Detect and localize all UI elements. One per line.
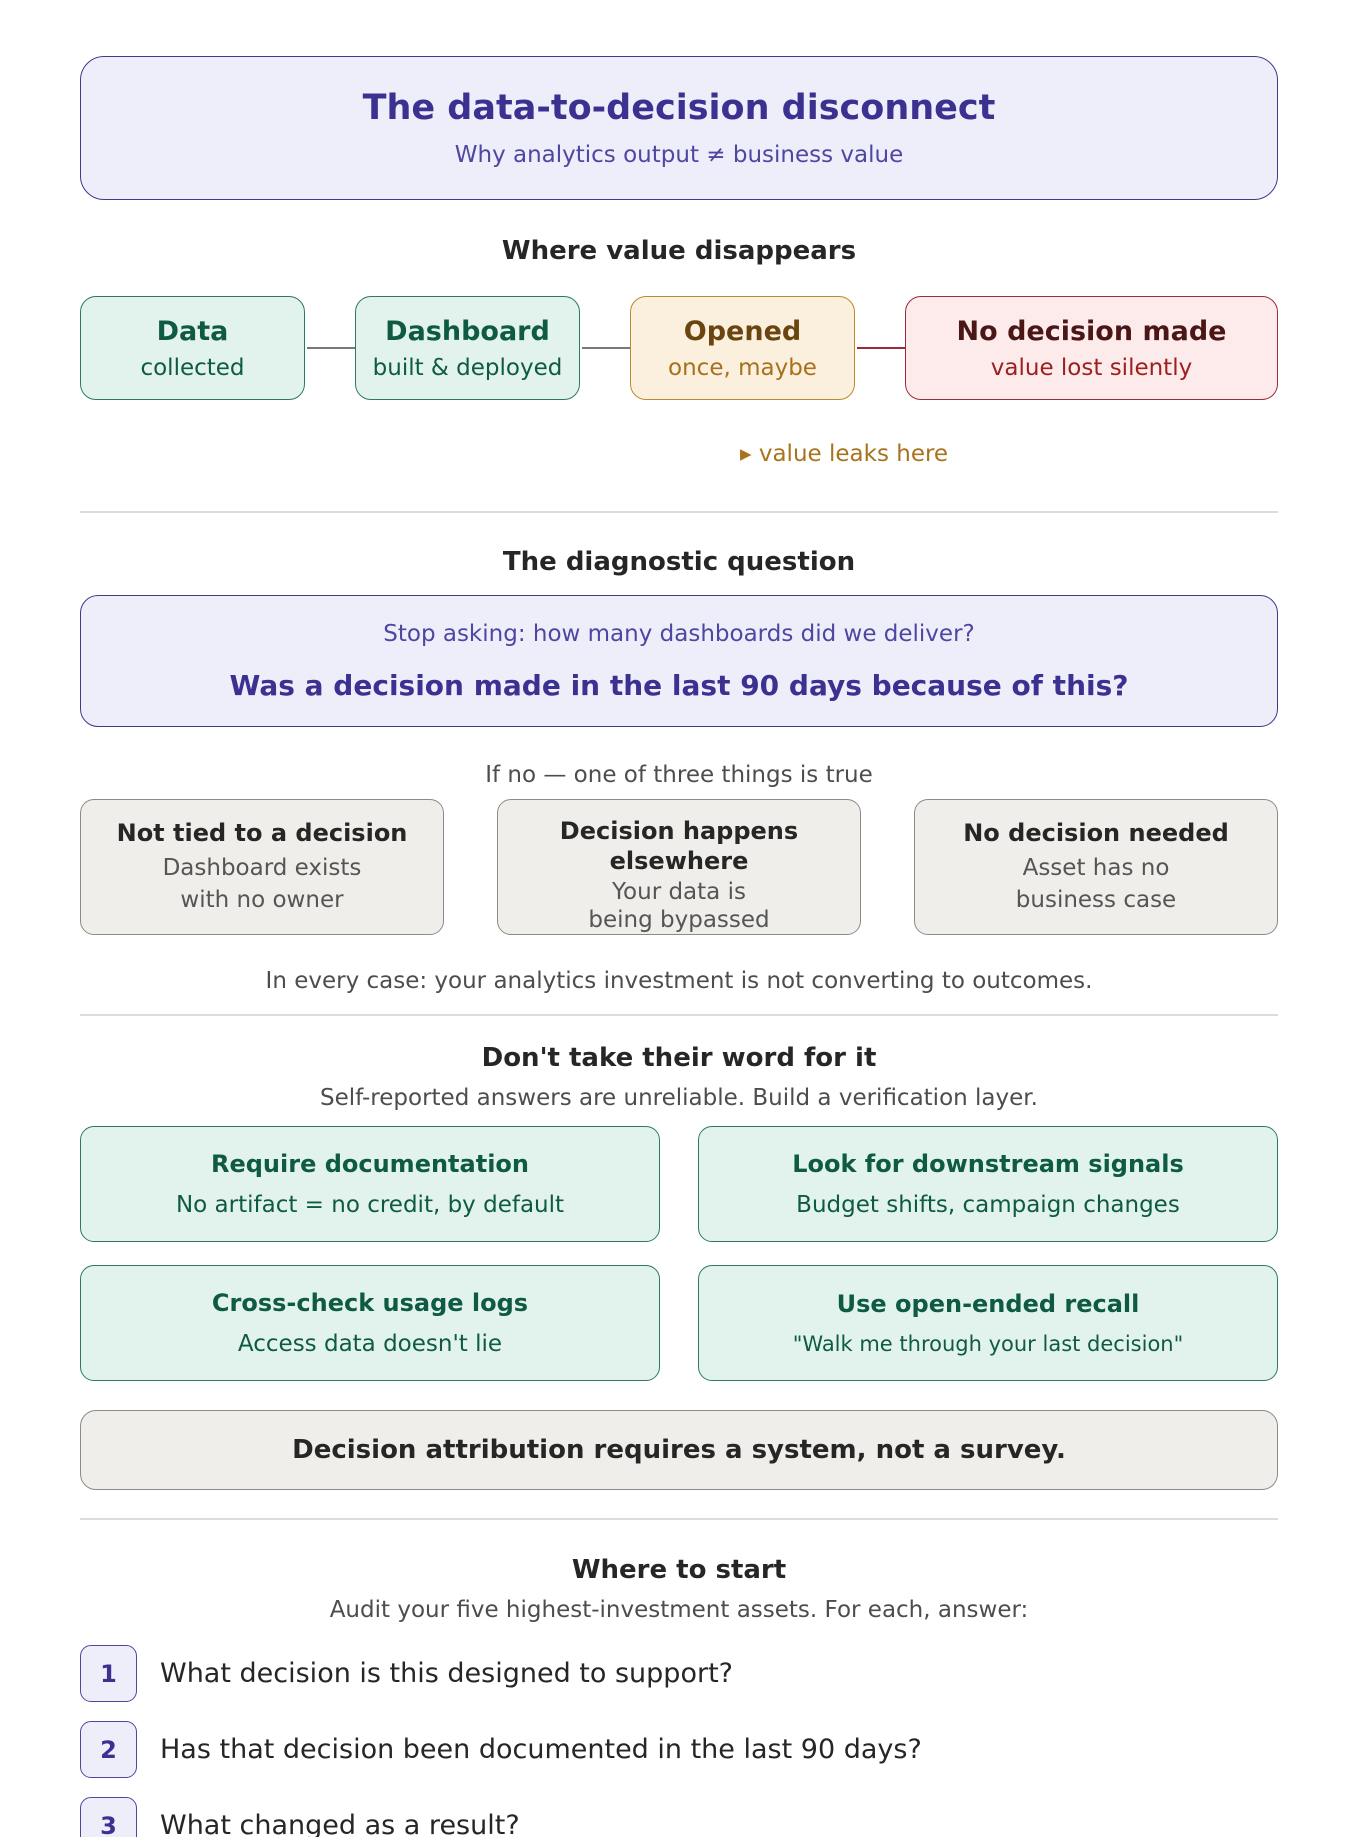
step-text: Has that decision been documented in the… — [160, 1734, 922, 1765]
flow-connector — [857, 347, 905, 349]
verification-card-desc: No artifact = no credit, by default — [175, 1192, 565, 1218]
stop-asking-text: Stop asking: how many dashboards did we … — [383, 620, 975, 647]
cause-title: Not tied to a decision — [116, 819, 408, 847]
verification-card: Require documentation No artifact = no c… — [80, 1126, 660, 1242]
flow-stage-sub: once, maybe — [668, 354, 817, 381]
flow-stage-opened: Opened once, maybe — [630, 296, 855, 400]
page-subtitle: Why analytics output ≠ business value — [454, 142, 904, 168]
flow-stage-label: Dashboard — [385, 315, 550, 347]
flow-connector — [582, 347, 630, 349]
verification-title: Don't take their word for it — [481, 1043, 877, 1073]
diagnostic-question-box: Stop asking: how many dashboards did we … — [80, 595, 1278, 727]
flow-title: Where value disappears — [501, 236, 857, 266]
flow-stage-sub: value lost silently — [990, 354, 1193, 381]
cause-desc: Your data is being bypassed — [588, 879, 770, 933]
step-item: 1 What decision is this designed to supp… — [80, 1645, 733, 1702]
step-number-badge: 1 — [80, 1645, 137, 1702]
if-no-text: If no — one of three things is true — [485, 762, 873, 788]
start-title: Where to start — [571, 1555, 787, 1585]
cause-desc: Dashboard exists with no owner — [162, 855, 362, 913]
section-divider — [80, 511, 1278, 513]
diagnostic-question: Was a decision made in the last 90 days … — [229, 668, 1129, 702]
verification-card-desc: Budget shifts, campaign changes — [796, 1192, 1180, 1218]
step-number-badge: 3 — [80, 1797, 137, 1837]
verification-card-title: Require documentation — [210, 1150, 529, 1178]
start-subtitle: Audit your five highest-investment asset… — [329, 1597, 1029, 1623]
flow-stage-label: No decision made — [956, 315, 1227, 347]
section-divider — [80, 1518, 1278, 1520]
attribution-statement: Decision attribution requires a system, … — [292, 1435, 1066, 1465]
verification-card-title: Use open-ended recall — [836, 1290, 1140, 1318]
cause-title: No decision needed — [963, 819, 1229, 847]
cause-card: Decision happens elsewhere Your data is … — [497, 799, 861, 935]
leak-note: ▸ value leaks here — [740, 441, 949, 467]
verification-card-title: Look for downstream signals — [792, 1150, 1184, 1178]
verification-card: Cross-check usage logs Access data doesn… — [80, 1265, 660, 1381]
attribution-statement-box: Decision attribution requires a system, … — [80, 1410, 1278, 1490]
step-item: 3 What changed as a result? — [80, 1797, 520, 1837]
step-number-badge: 2 — [80, 1721, 137, 1778]
verification-card-desc: Access data doesn't lie — [237, 1331, 503, 1357]
cause-title: Decision happens elsewhere — [559, 817, 799, 875]
flow-stage-data: Data collected — [80, 296, 305, 400]
verification-card: Look for downstream signals Budget shift… — [698, 1126, 1278, 1242]
conclusion-text: In every case: your analytics investment… — [265, 968, 1093, 994]
cause-card: Not tied to a decision Dashboard exists … — [80, 799, 444, 935]
cause-card: No decision needed Asset has no business… — [914, 799, 1278, 935]
step-item: 2 Has that decision been documented in t… — [80, 1721, 922, 1778]
verification-card-title: Cross-check usage logs — [211, 1289, 529, 1317]
step-text: What changed as a result? — [160, 1810, 520, 1837]
title-banner: The data-to-decision disconnect Why anal… — [80, 56, 1278, 200]
step-text: What decision is this designed to suppor… — [160, 1658, 733, 1689]
verification-card-desc: "Walk me through your last decision" — [792, 1332, 1184, 1356]
flow-stage-label: Opened — [683, 315, 802, 347]
flow-stage-dashboard: Dashboard built & deployed — [355, 296, 580, 400]
flow-stage-label: Data — [156, 315, 229, 347]
verification-subtitle: Self-reported answers are unreliable. Bu… — [320, 1085, 1038, 1111]
flow-connector — [307, 347, 355, 349]
flow-stage-sub: collected — [140, 354, 245, 381]
cause-desc: Asset has no business case — [1015, 855, 1177, 913]
section-divider — [80, 1014, 1278, 1016]
flow-stage-no-decision: No decision made value lost silently — [905, 296, 1278, 400]
verification-card: Use open-ended recall "Walk me through y… — [698, 1265, 1278, 1381]
diagnostic-title: The diagnostic question — [502, 547, 856, 577]
page-title: The data-to-decision disconnect — [362, 88, 996, 128]
flow-stage-sub: built & deployed — [372, 354, 563, 381]
